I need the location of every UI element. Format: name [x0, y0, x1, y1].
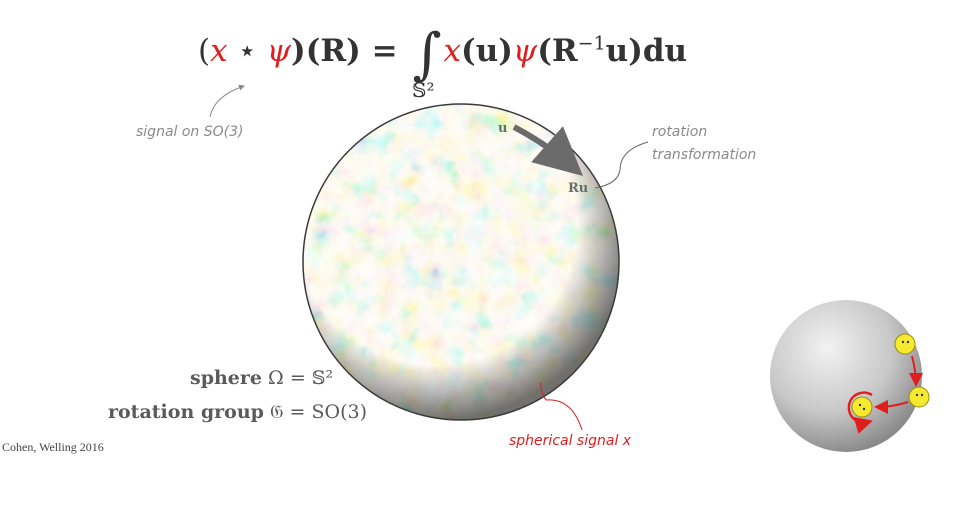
rotation-label-line1: rotation [652, 124, 708, 140]
cmb-sphere [302, 103, 620, 421]
eq-x: x [210, 33, 228, 69]
citation: Cohen, Welling 2016 [2, 440, 104, 454]
eq-star: ⋆ [227, 33, 267, 69]
sphere-label: sphere [190, 367, 262, 389]
rotation-pointer-line [594, 141, 649, 189]
spherical-signal-pointer [540, 381, 583, 431]
eq-psi: ψ [266, 33, 292, 69]
eq-open-paren: ( [198, 33, 211, 69]
rotation-group-def: 𝔊 = SO(3) [263, 401, 367, 423]
spherical-signal-label: spherical signal x [509, 433, 632, 449]
rotation-group-definition: rotation group 𝔊 = SO(3) [108, 401, 367, 423]
sphere-def: Ω = 𝕊² [261, 367, 334, 389]
rotation-label-line2: transformation [652, 147, 757, 163]
convolution-equation: (x ⋆ ψ)(R) = ∫x(u)ψ(R−1u)du 𝕊² [198, 22, 688, 102]
rotation-demo-sphere [770, 300, 930, 452]
eq-rhs-end: u)du [605, 33, 688, 69]
eq-rhs-u: (u) [461, 33, 513, 69]
eq-rhs-arg: (R [537, 33, 578, 69]
rotation-circle-arrow [847, 391, 873, 434]
smiley-icon-right [908, 386, 930, 408]
smiley-icon-top [894, 333, 916, 355]
integral-sign: ∫ [412, 22, 442, 87]
eq-lhs-close: )(R) = [291, 33, 409, 69]
sphere-definition: sphere Ω = 𝕊² [190, 367, 333, 389]
rotation-group-label: rotation group [108, 401, 264, 423]
eq-rhs-psi: ψ [512, 33, 538, 69]
rotation-arrow [512, 124, 583, 176]
point-u-label: u [498, 121, 507, 136]
signal-pointer-arrow [209, 84, 245, 118]
integral-domain: 𝕊² [412, 78, 435, 102]
eq-rhs-x: x [443, 33, 462, 69]
signal-on-so3-label: signal on SO(3) [136, 124, 244, 140]
point-Ru-label: Ru [568, 181, 588, 196]
eq-rhs-exp: −1 [577, 32, 606, 55]
smiley-icon-left [851, 396, 873, 418]
